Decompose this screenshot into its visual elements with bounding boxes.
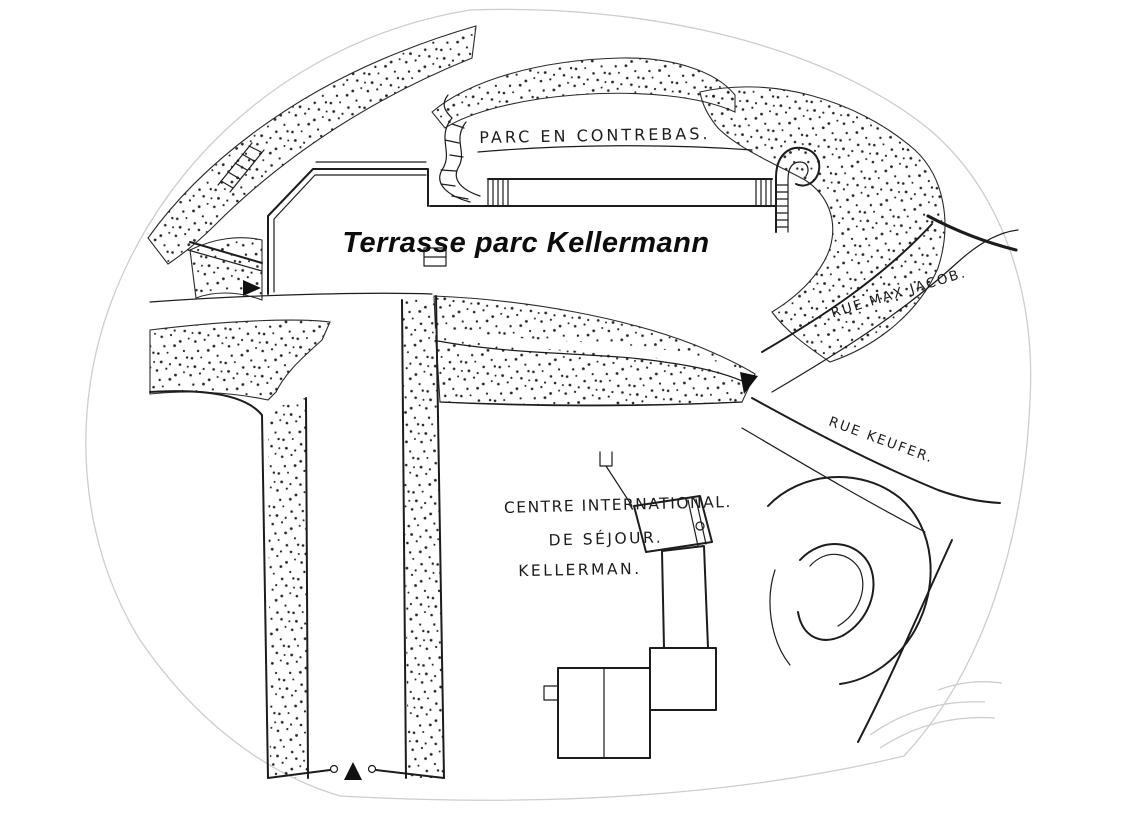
kellermann-building [543, 451, 717, 759]
map-title: Terrasse parc Kellermann [342, 227, 709, 259]
west-entrance-wall [187, 241, 263, 272]
stair-band-top-left [217, 142, 265, 193]
label-centre-international-line2: DE SÉJOUR. [548, 528, 663, 550]
south-entrance-arrow-icon [344, 762, 362, 780]
junction-arrow-icon [740, 372, 758, 394]
path-boundaries [149, 292, 743, 779]
retaining-wall [429, 145, 777, 207]
amphitheater-curves [767, 475, 932, 685]
terrace-outline [267, 161, 447, 295]
label-centre-international-line1: CENTRE INTERNATIONAL. [504, 493, 732, 517]
west-entrance-arrow-icon [243, 280, 261, 296]
spiral-staircase [775, 146, 821, 233]
label-centre-international-line3: KELLERMAN. [518, 560, 642, 580]
paper-edge-shading [85, 8, 1032, 801]
south-gate [267, 764, 445, 779]
winding-footpath [433, 327, 755, 385]
label-rue-keufer: RUE KEUFER. [827, 414, 937, 467]
stippled-park-ground [147, 25, 946, 778]
curved-stairway [439, 94, 481, 203]
rue-max-jacob-road [761, 214, 1019, 393]
label-parc-en-contrebas: PARC EN CONTREBAS. [479, 124, 711, 147]
